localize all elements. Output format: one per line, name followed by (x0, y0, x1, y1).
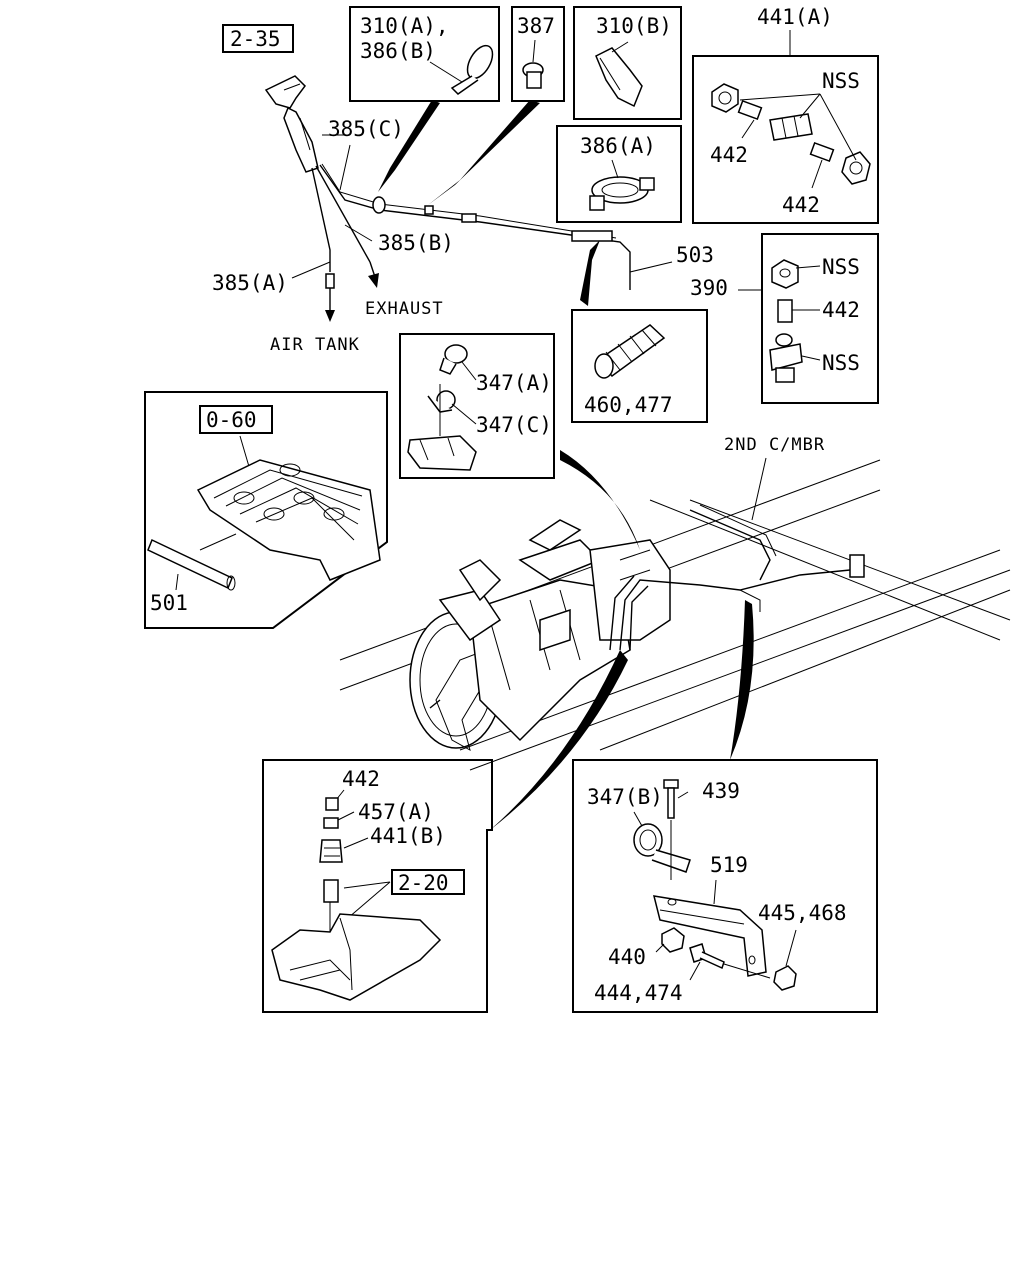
ref-2-35-label: 2-35 (230, 27, 281, 51)
label-310b: 310(B) (596, 14, 672, 38)
label-460-477: 460,477 (584, 393, 673, 417)
inset-390: 390 NSS 442 NSS (690, 233, 879, 404)
label-310a: 310(A), (360, 14, 449, 38)
inset-0-60-501: 0-60 501 (144, 391, 388, 629)
label-457a: 457(A) (358, 800, 434, 824)
inset-310a-386b: 310(A), 386(B) (349, 6, 500, 192)
label-445-468: 445,468 (758, 901, 847, 925)
label-air-tank: AIR TANK (270, 335, 360, 355)
label-nss-2: NSS (822, 255, 860, 279)
label-439: 439 (702, 779, 740, 803)
transmission-frame-view: 2ND C/MBR (339, 435, 1011, 830)
label-503: 503 (676, 243, 714, 267)
label-441b: 441(B) (370, 824, 446, 848)
inset-347b-519: 347(B) 439 519 445,468 440 444,474 (572, 759, 878, 1013)
shift-lever-assembly: 2-35 385(C) 385(B) 385(A) EXHAUST AIR TA (212, 24, 714, 355)
label-519: 519 (710, 853, 748, 877)
ref-box-2-20 (391, 869, 465, 895)
inset-387: 387 (428, 6, 565, 205)
label-442-d: 442 (342, 767, 380, 791)
label-442-a: 442 (710, 143, 748, 167)
label-385a: 385(A) (212, 271, 288, 295)
label-444-474: 444,474 (594, 981, 683, 1005)
label-347a: 347(A) (476, 371, 552, 395)
label-386a: 386(A) (580, 134, 656, 158)
label-442-c: 442 (822, 298, 860, 322)
inset-442-457a-441b: 442 457(A) 441(B) 2-20 (262, 759, 493, 1013)
ref-box-2-35 (222, 24, 294, 53)
label-501: 501 (150, 591, 188, 615)
ref-0-60-label: 0-60 (206, 408, 257, 432)
label-2nd-crossmember: 2ND C/MBR (724, 435, 825, 455)
inset-386a: 386(A) (556, 125, 682, 223)
inset-347a-347c: 347(A) 347(C) (399, 333, 555, 479)
label-nss-1: NSS (822, 69, 860, 93)
ref-box-0-60 (199, 405, 273, 434)
label-441a: 441(A) (757, 5, 833, 29)
inset-310b: 310(B) (573, 6, 682, 120)
label-347c: 347(C) (476, 413, 552, 437)
inset-441a: 441(A) NSS 442 442 (692, 5, 879, 224)
label-385b: 385(B) (378, 231, 454, 255)
ref-2-20-label: 2-20 (398, 871, 449, 895)
label-390: 390 (690, 276, 728, 300)
label-442-b: 442 (782, 193, 820, 217)
label-347b: 347(B) (587, 785, 663, 809)
label-exhaust: EXHAUST (365, 299, 444, 319)
label-385c: 385(C) (328, 117, 404, 141)
label-nss-3: NSS (822, 351, 860, 375)
inset-460-477: 460,477 (571, 240, 708, 423)
label-387: 387 (517, 14, 555, 38)
label-440: 440 (608, 945, 646, 969)
label-386b: 386(B) (360, 39, 436, 63)
